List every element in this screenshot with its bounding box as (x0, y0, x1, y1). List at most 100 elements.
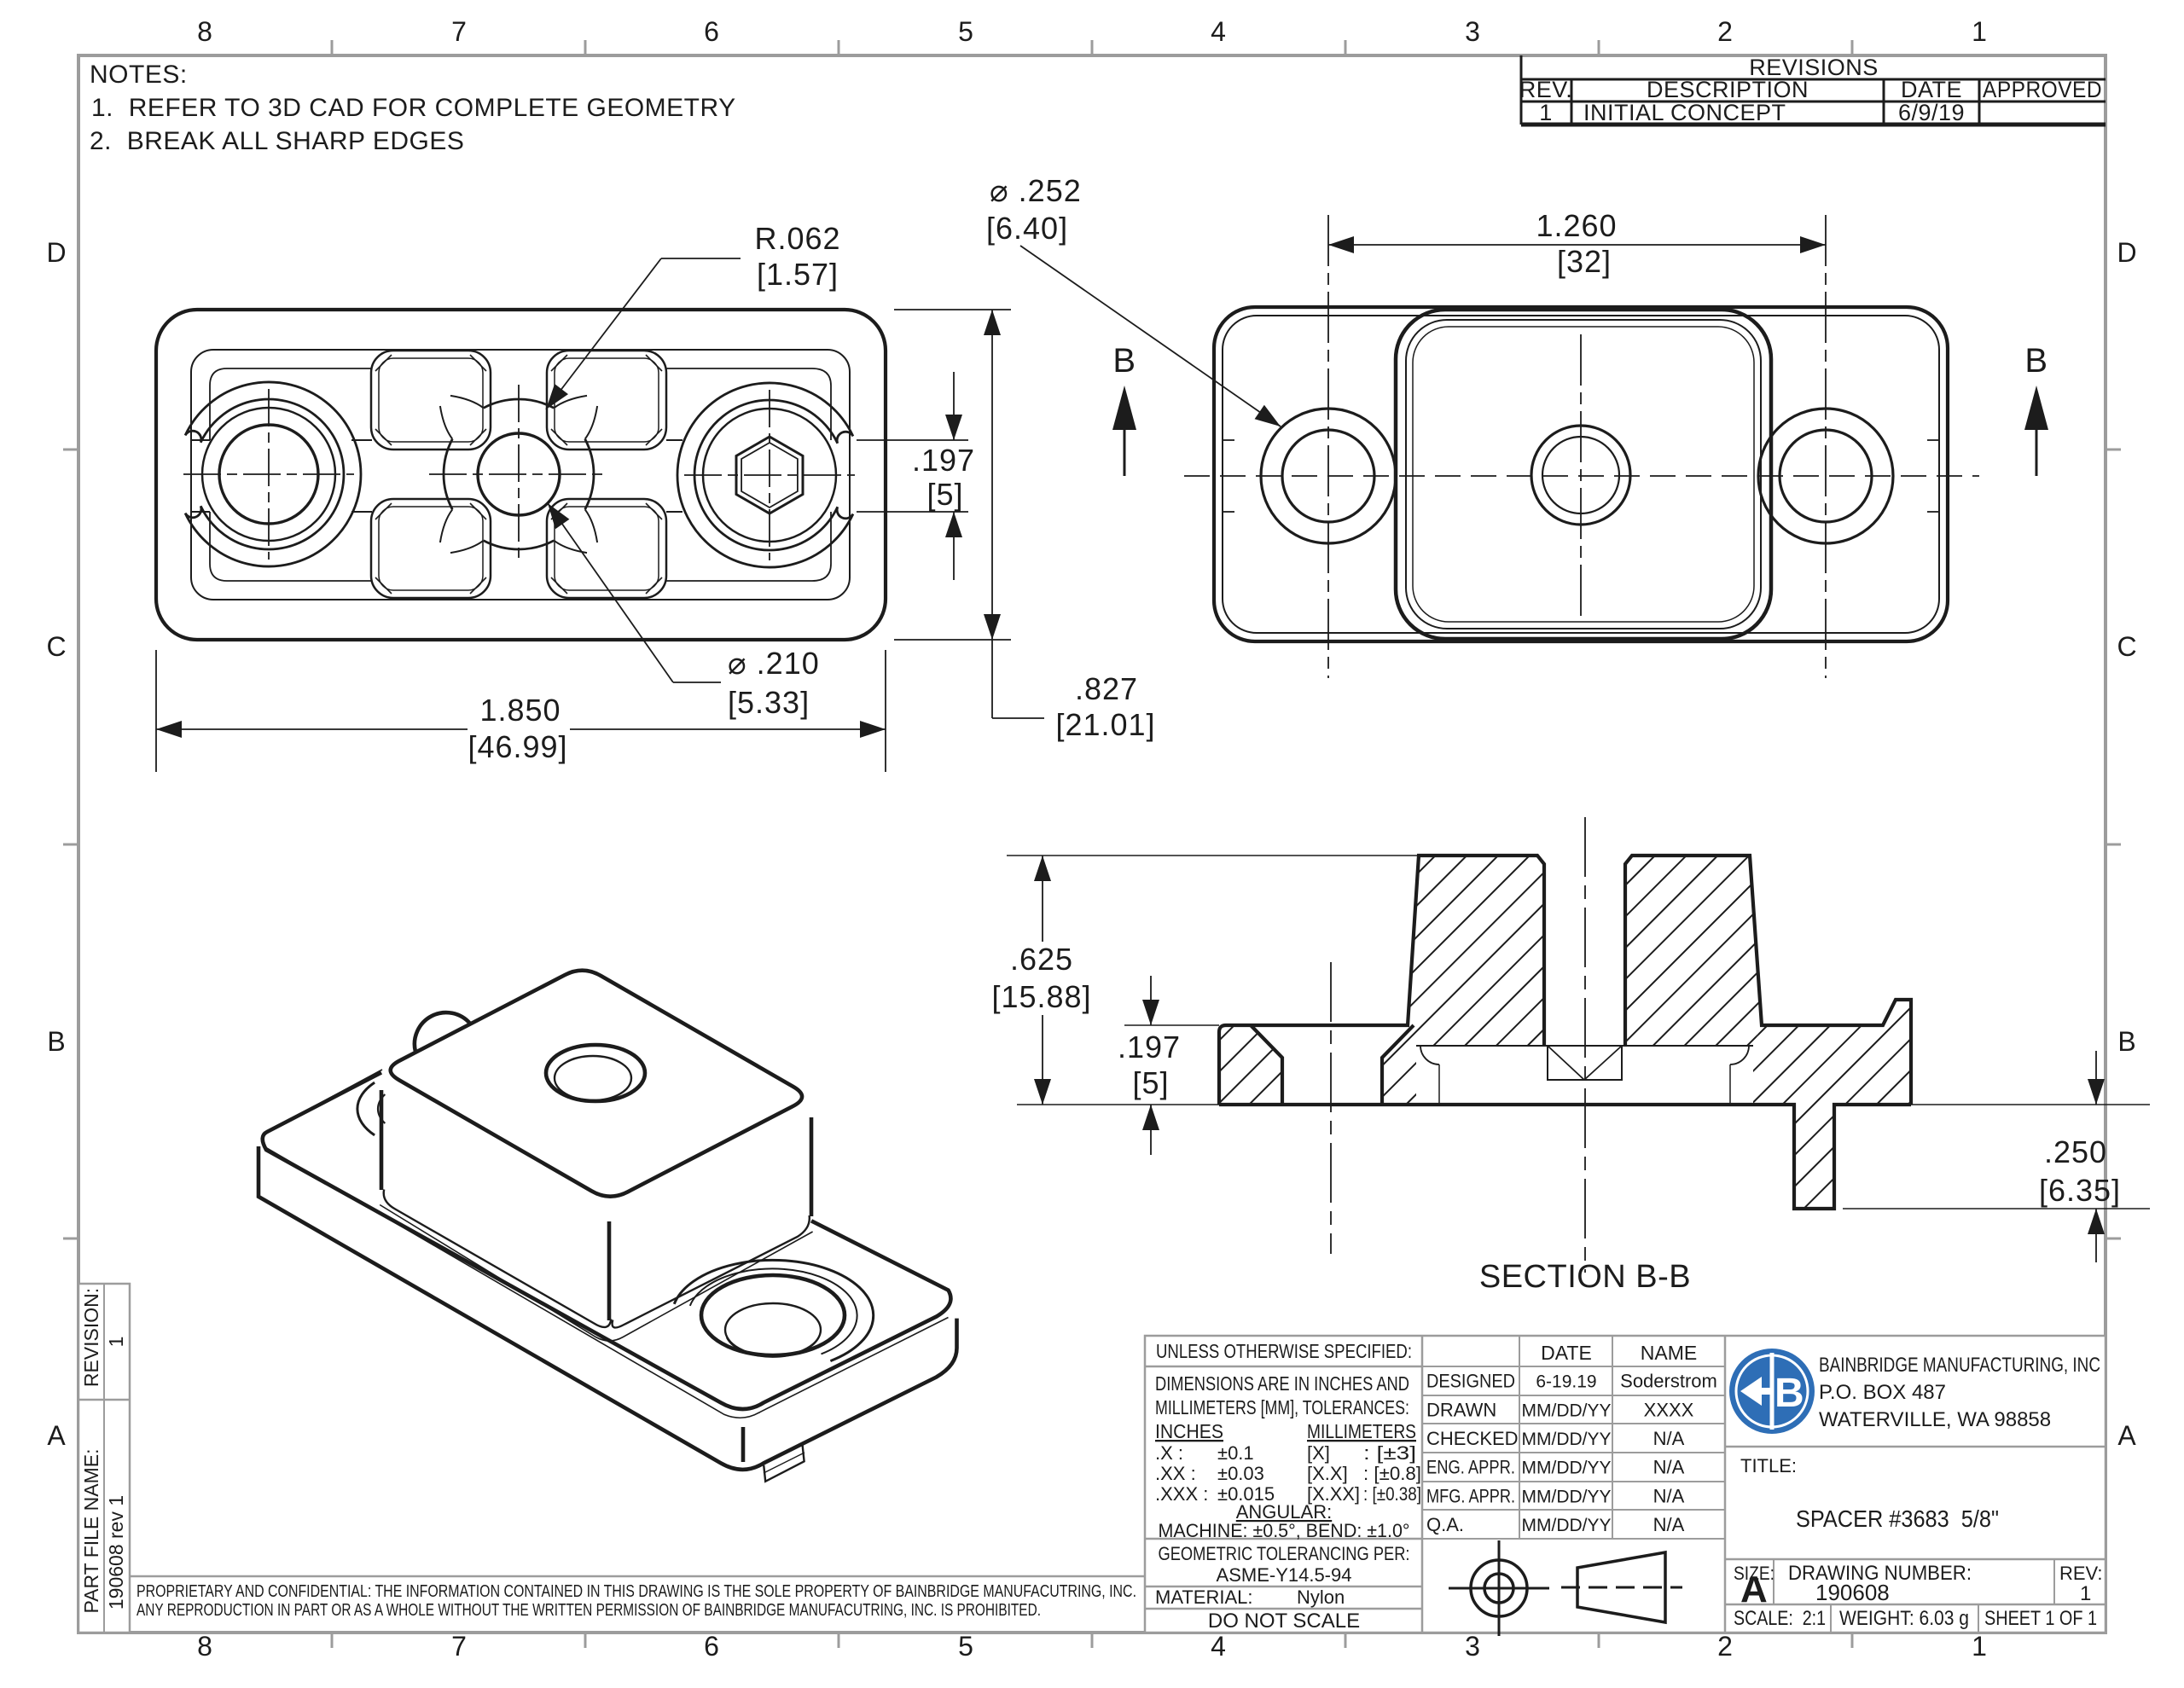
svg-text:⌀ .252: ⌀ .252 (990, 173, 1082, 208)
svg-text:[X.X]: [X.X] (1307, 1463, 1348, 1484)
svg-text:N/A: N/A (1653, 1428, 1685, 1449)
svg-text:A: A (2117, 1420, 2136, 1451)
svg-text:REV.: REV. (1519, 77, 1573, 102)
svg-text:ASME-Y14.5-94: ASME-Y14.5-94 (1217, 1564, 1352, 1586)
svg-text:DATE: DATE (1901, 77, 1962, 102)
svg-text:8: 8 (197, 1631, 212, 1662)
svg-text:SPACER #3683 5/8": SPACER #3683 5/8" (1796, 1505, 1999, 1532)
svg-text:3: 3 (1465, 1631, 1480, 1662)
svg-text:MM/DD/YY: MM/DD/YY (1522, 1401, 1612, 1420)
svg-text:±0.03: ±0.03 (1217, 1463, 1264, 1484)
svg-text:[6.35]: [6.35] (2039, 1173, 2121, 1208)
svg-text:MILLIMETERS [MM], TOLERANCES:: MILLIMETERS [MM], TOLERANCES: (1155, 1396, 1409, 1418)
svg-text:TITLE:: TITLE: (1740, 1455, 1797, 1476)
svg-text:1.850: 1.850 (479, 693, 561, 728)
svg-text:[46.99]: [46.99] (468, 729, 567, 764)
svg-text:MM/DD/YY: MM/DD/YY (1522, 1430, 1612, 1449)
svg-text:Soderstrom: Soderstrom (1620, 1371, 1717, 1392)
svg-text:MM/DD/YY: MM/DD/YY (1522, 1459, 1612, 1478)
svg-text:[X]: [X] (1307, 1442, 1330, 1464)
svg-text:: [±0.38]: : [±0.38] (1363, 1483, 1421, 1505)
svg-text:1: 1 (1972, 1631, 1987, 1662)
svg-text:NAME: NAME (1641, 1342, 1697, 1364)
svg-text:.827: .827 (1075, 671, 1138, 706)
svg-text:MATERIAL:: MATERIAL: (1155, 1586, 1253, 1608)
svg-text:2: 2 (1717, 16, 1733, 47)
svg-text:.197: .197 (1118, 1030, 1181, 1064)
svg-text:NOTES:: NOTES: (90, 61, 188, 89)
svg-text:DO NOT SCALE: DO NOT SCALE (1208, 1610, 1360, 1633)
svg-text:B: B (2024, 342, 2048, 380)
svg-text:SCALE: 2:1: SCALE: 2:1 (1734, 1607, 1826, 1630)
svg-text:MM/DD/YY: MM/DD/YY (1522, 1487, 1612, 1506)
svg-text:1. REFER TO 3D CAD FOR COMPLE: 1. REFER TO 3D CAD FOR COMPLETE GEOMETRY (91, 94, 736, 122)
svg-text:.250: .250 (2044, 1134, 2107, 1169)
svg-text:DESCRIPTION: DESCRIPTION (1647, 77, 1809, 102)
svg-text:N/A: N/A (1653, 1457, 1685, 1478)
svg-text:: [±3]: : [±3] (1363, 1442, 1416, 1464)
svg-text:MILLIMETERS: MILLIMETERS (1307, 1420, 1416, 1442)
svg-text:5: 5 (958, 16, 973, 47)
svg-text:3: 3 (1465, 16, 1480, 47)
svg-text:6/9/19: 6/9/19 (1898, 100, 1965, 125)
svg-text:190608 rev 1: 190608 rev 1 (105, 1495, 127, 1610)
svg-text:MFG. APPR.: MFG. APPR. (1426, 1485, 1515, 1506)
svg-text:ANY REPRODUCTION IN PART OR AS: ANY REPRODUCTION IN PART OR AS A WHOLE W… (136, 1601, 1041, 1620)
svg-text:C: C (2117, 631, 2136, 662)
svg-text:DESIGNED: DESIGNED (1426, 1371, 1515, 1392)
svg-text:: [±0.8]: : [±0.8] (1363, 1463, 1421, 1484)
svg-text:N/A: N/A (1653, 1514, 1685, 1535)
svg-text:WATERVILLE, WA 98858: WATERVILLE, WA 98858 (1819, 1408, 2051, 1431)
svg-text:INCHES: INCHES (1155, 1420, 1223, 1442)
svg-text:1: 1 (105, 1337, 127, 1348)
svg-text:SIZE:: SIZE: (1734, 1563, 1774, 1584)
svg-text:WEIGHT: 6.03 g: WEIGHT: 6.03 g (1839, 1607, 1969, 1630)
svg-text:[1.57]: [1.57] (757, 257, 839, 292)
svg-text:B: B (2117, 1026, 2135, 1057)
svg-text:BAINBRIDGE MANUFACTURING, INC: BAINBRIDGE MANUFACTURING, INC (1819, 1354, 2100, 1377)
svg-text:R.062: R.062 (754, 221, 840, 256)
svg-text:P.O. BOX 487: P.O. BOX 487 (1819, 1381, 1946, 1404)
svg-text:A: A (1740, 1569, 1768, 1610)
svg-text:.XXX :: .XXX : (1155, 1483, 1208, 1505)
svg-text:REV:: REV: (2059, 1563, 2103, 1584)
svg-text:APPROVED: APPROVED (1983, 77, 2102, 102)
svg-text:B: B (47, 1026, 65, 1057)
svg-text:[X.XX]: [X.XX] (1307, 1483, 1360, 1505)
svg-text:SECTION B-B: SECTION B-B (1479, 1259, 1691, 1295)
svg-text:.XX :: .XX : (1155, 1463, 1196, 1484)
svg-text:[5]: [5] (926, 477, 963, 512)
svg-text:2: 2 (1717, 1631, 1733, 1662)
svg-text:190608: 190608 (1815, 1580, 1890, 1605)
svg-text:6: 6 (704, 16, 719, 47)
svg-text:1: 1 (1972, 16, 1987, 47)
svg-text:[21.01]: [21.01] (1055, 707, 1155, 742)
svg-text:DATE: DATE (1541, 1342, 1592, 1364)
svg-text:Nylon: Nylon (1297, 1586, 1345, 1608)
svg-text:⌀ .210: ⌀ .210 (728, 646, 820, 681)
svg-text:Q.A.: Q.A. (1426, 1514, 1464, 1535)
svg-text:DIMENSIONS ARE IN INCHES AND: DIMENSIONS ARE IN INCHES AND (1155, 1372, 1409, 1395)
svg-text:1.260: 1.260 (1536, 208, 1617, 243)
svg-text:PROPRIETARY AND CONFIDENTIAL:: PROPRIETARY AND CONFIDENTIAL: THE INFORM… (136, 1582, 1136, 1601)
svg-text:PART FILE NAME:: PART FILE NAME: (80, 1449, 102, 1614)
svg-text:B: B (1112, 342, 1136, 380)
svg-text:[32]: [32] (1557, 244, 1612, 279)
svg-text:[5]: [5] (1132, 1065, 1169, 1100)
svg-text:N/A: N/A (1653, 1485, 1685, 1506)
svg-text:A: A (47, 1420, 66, 1451)
svg-text:D: D (46, 237, 66, 268)
svg-text:8: 8 (197, 16, 212, 47)
svg-text:MM/DD/YY: MM/DD/YY (1522, 1516, 1612, 1535)
svg-text:SHEET 1 OF 1: SHEET 1 OF 1 (1984, 1607, 2097, 1630)
svg-text:4: 4 (1211, 1631, 1226, 1662)
svg-text:ANGULAR:: ANGULAR: (1236, 1501, 1332, 1523)
svg-text:[5.33]: [5.33] (728, 685, 810, 720)
svg-text:B: B (1774, 1371, 1804, 1416)
svg-text:CHECKED: CHECKED (1426, 1428, 1519, 1449)
svg-text:1: 1 (2080, 1582, 2091, 1605)
svg-text:DRAWING NUMBER:: DRAWING NUMBER: (1788, 1562, 1972, 1585)
svg-text:6-19.19: 6-19.19 (1536, 1372, 1596, 1392)
svg-text:XXXX: XXXX (1644, 1399, 1694, 1420)
svg-text:1: 1 (1539, 100, 1553, 125)
